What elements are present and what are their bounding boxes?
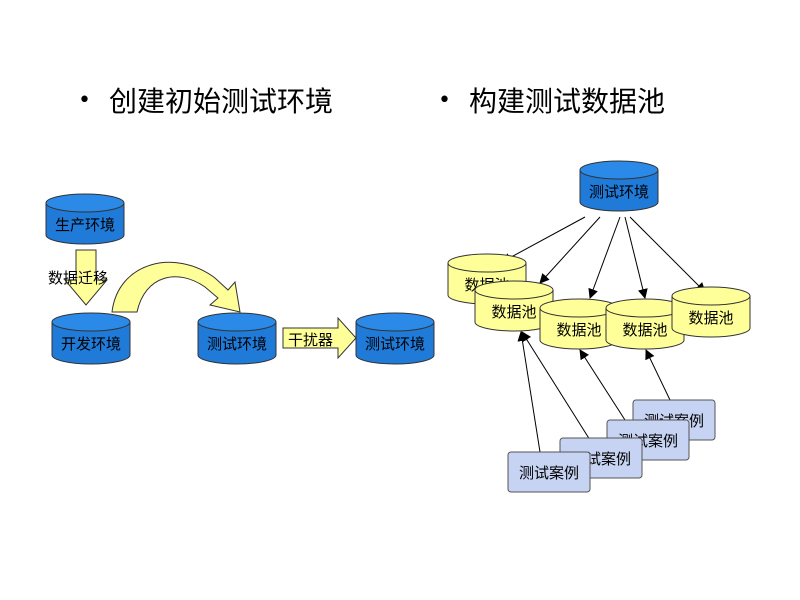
test-env-1-cylinder: 测试环境 — [197, 312, 277, 365]
interferer-label: 干扰器 — [288, 331, 333, 349]
prod-env-cylinder: 生产环境 — [45, 193, 125, 245]
arrow-to-pool-2 — [539, 216, 601, 284]
right-test-env-label: 测试环境 — [589, 183, 649, 201]
bullet-dot: • — [78, 87, 91, 113]
dev-env-label: 开发环境 — [61, 335, 121, 353]
data-pool-4-label: 数据池 — [622, 321, 667, 339]
arrow-case-to-pool-d — [645, 349, 671, 401]
arrow-to-pool-4 — [624, 216, 648, 299]
data-pool-2-label: 数据池 — [491, 303, 536, 321]
test-env-2-label: 测试环境 — [365, 335, 425, 353]
arrow-to-pool-3 — [588, 216, 621, 299]
data-pool-3-label: 数据池 — [556, 321, 601, 339]
bullet-text-left: 创建初始测试环境 — [108, 85, 333, 118]
arrow-case-to-pool-a — [517, 331, 541, 453]
data-pool-3: 数据池 — [539, 298, 619, 350]
arrow-case-to-pool-c — [579, 349, 626, 421]
prod-env-label: 生产环境 — [55, 216, 115, 234]
env-to-pool-arrows — [501, 216, 706, 299]
bullet-text-right: 构建测试数据池 — [468, 85, 665, 118]
data-pool-5: 数据池 — [671, 286, 751, 338]
right-test-env-cylinder: 测试环境 — [579, 160, 659, 212]
test-env-2-cylinder: 测试环境 — [355, 312, 435, 365]
data-pool-5-label: 数据池 — [688, 309, 733, 327]
bullet-item-left: • 创建初始测试环境 — [78, 80, 333, 120]
test-env-1-label: 测试环境 — [207, 335, 267, 353]
test-case-card-1: 测试案例 — [507, 451, 591, 493]
down-arrow-icon — [63, 249, 109, 306]
dev-env-cylinder: 开发环境 — [51, 312, 131, 365]
migrate-label: 数据迁移 — [48, 269, 108, 287]
test-case-1-label: 测试案例 — [519, 464, 579, 482]
arrow-to-pool-1 — [501, 216, 586, 263]
curved-arrow-icon — [111, 261, 241, 313]
interferer-arrow-icon — [282, 316, 357, 360]
bullet-item-right: • 构建测试数据池 — [438, 80, 665, 120]
data-pool-4: 数据池 — [605, 298, 685, 350]
arrow-to-pool-5 — [629, 216, 706, 293]
bullet-dot: • — [438, 87, 451, 113]
case-to-pool-arrows — [517, 331, 671, 453]
arrow-case-to-pool-b — [521, 331, 591, 441]
